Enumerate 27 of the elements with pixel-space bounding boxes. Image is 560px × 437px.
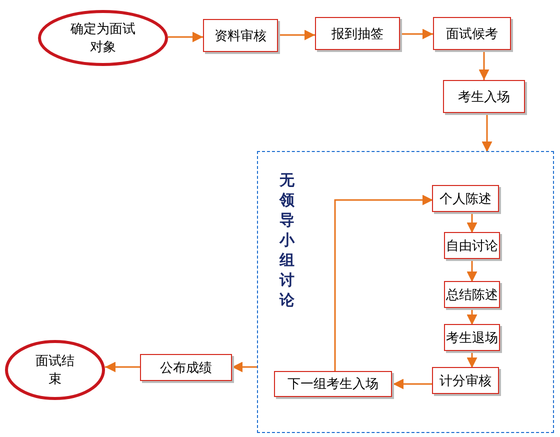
terminal-oval: 面试结束 bbox=[5, 340, 105, 400]
arrow bbox=[168, 32, 203, 42]
process-box: 自由讨论 bbox=[444, 232, 500, 259]
arrow bbox=[393, 378, 433, 390]
terminal-oval: 确定为面试对象 bbox=[38, 10, 168, 66]
vertical-heading: 无领导小组讨论 bbox=[278, 170, 296, 310]
process-box: 面试候考 bbox=[433, 17, 511, 50]
process-box: 下一组考生入场 bbox=[274, 371, 392, 397]
arrow bbox=[466, 352, 478, 368]
arrow bbox=[482, 113, 492, 152]
process-box: 资料审核 bbox=[203, 19, 278, 52]
process-box: 考生退场 bbox=[444, 324, 500, 351]
process-box: 公布成绩 bbox=[140, 354, 232, 381]
arrow bbox=[232, 362, 258, 372]
process-box: 报到抽签 bbox=[315, 17, 400, 50]
arrow bbox=[400, 28, 433, 40]
arrow bbox=[466, 260, 478, 282]
arrow bbox=[478, 50, 490, 80]
process-box: 总结陈述 bbox=[444, 281, 500, 308]
arrow bbox=[105, 362, 140, 372]
arrow bbox=[334, 194, 433, 372]
process-box: 计分审核 bbox=[432, 367, 499, 394]
arrow bbox=[466, 213, 478, 233]
arrow bbox=[466, 309, 478, 325]
arrow bbox=[278, 30, 315, 40]
process-box: 考生入场 bbox=[443, 80, 525, 113]
process-box: 个人陈述 bbox=[432, 185, 499, 212]
